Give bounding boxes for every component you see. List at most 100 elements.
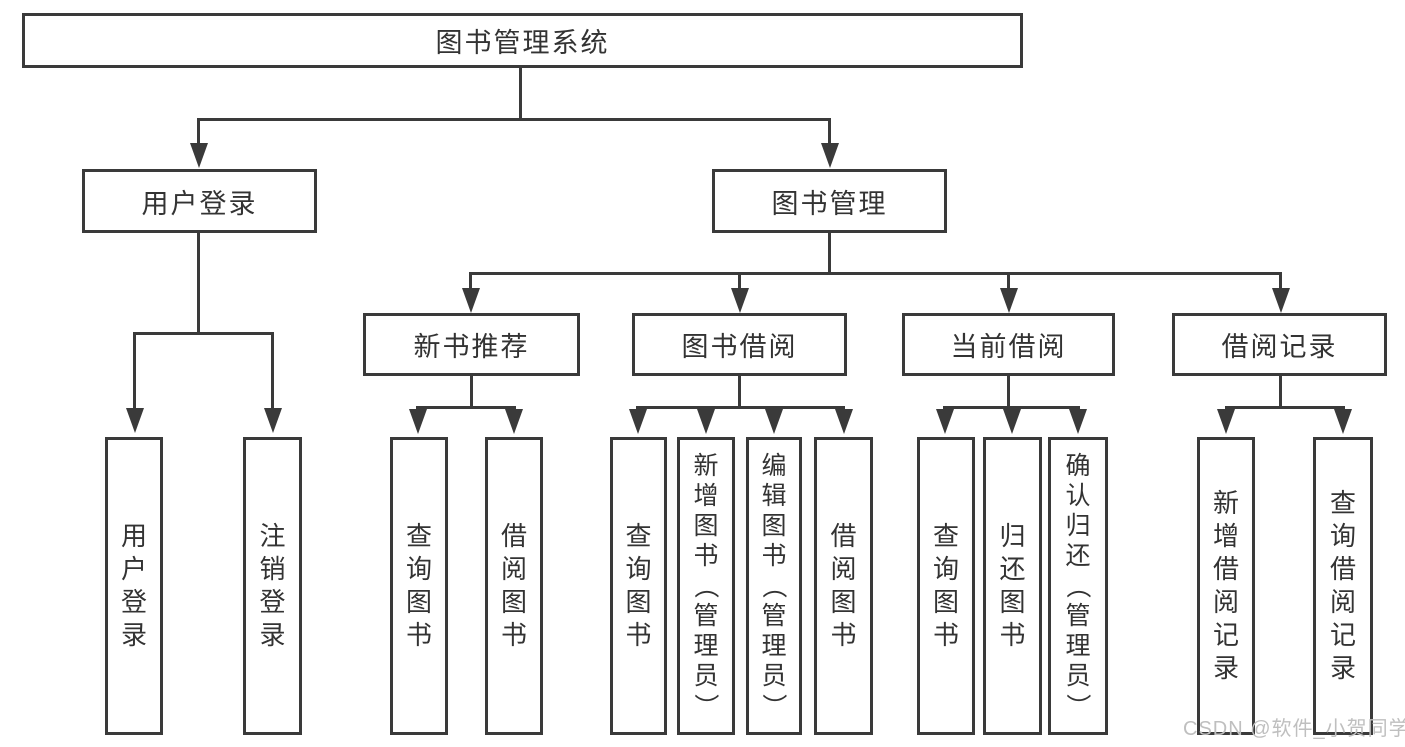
connector-line bbox=[1279, 272, 1282, 288]
arrow-down-icon bbox=[731, 288, 749, 313]
leaf-label-char: 新 bbox=[693, 452, 719, 480]
connector-line bbox=[1007, 272, 1010, 288]
leaf-label-char: 录 bbox=[1329, 653, 1356, 683]
leaf-label-char: 记 bbox=[1329, 620, 1356, 650]
leaf-label-char: 借 bbox=[1212, 554, 1239, 584]
leaf-query-books: 查询图书 bbox=[390, 437, 448, 735]
leaf-add-borrow-record: 新增借阅记录 bbox=[1197, 437, 1255, 735]
connector-line bbox=[738, 272, 741, 288]
leaf-label-char: 询 bbox=[625, 554, 652, 584]
leaf-label-char: 理 bbox=[693, 632, 719, 660]
leaf-edit-books-admin: 编辑图书（管理员） bbox=[746, 437, 802, 735]
leaf-label-char: 阅 bbox=[1212, 587, 1239, 617]
leaf-borrow-books: 借阅图书 bbox=[814, 437, 873, 735]
connector-line bbox=[197, 118, 831, 121]
leaf-label-char: 书 bbox=[405, 620, 432, 650]
arrow-down-icon bbox=[462, 288, 480, 313]
leaf-label-char: 图 bbox=[500, 587, 527, 617]
connector-line bbox=[1007, 376, 1010, 409]
node-label: 当前借阅 bbox=[950, 332, 1067, 362]
leaf-label-char: 注 bbox=[259, 521, 286, 551]
node-user-login: 用户登录 bbox=[82, 169, 317, 233]
leaf-label-char: 查 bbox=[932, 521, 959, 551]
leaf-label-char: 阅 bbox=[830, 554, 857, 584]
node-borrowing-records: 借阅记录 bbox=[1172, 313, 1387, 376]
leaf-label-char: 录 bbox=[1212, 653, 1239, 683]
connector-line bbox=[828, 118, 831, 144]
arrow-down-icon bbox=[409, 409, 427, 434]
connector-line bbox=[197, 233, 200, 335]
leaf-label-char: 书 bbox=[932, 620, 959, 650]
leaf-label-char: ） bbox=[759, 693, 788, 719]
leaf-label-char: 书 bbox=[500, 620, 527, 650]
connector-line bbox=[470, 376, 473, 409]
connector-line bbox=[738, 376, 741, 409]
leaf-label-char: 录 bbox=[120, 620, 147, 650]
leaf-label-char: 录 bbox=[259, 620, 286, 650]
leaf-label-char: 图 bbox=[405, 587, 432, 617]
connector-line bbox=[519, 68, 522, 120]
leaf-label-char: 还 bbox=[1065, 542, 1091, 570]
connector-line bbox=[1279, 376, 1282, 409]
arrow-down-icon bbox=[936, 409, 954, 434]
connector-line bbox=[828, 233, 831, 275]
leaf-label-char: 理 bbox=[761, 632, 787, 660]
arrow-down-icon bbox=[1272, 288, 1290, 313]
node-new-book-recommendation: 新书推荐 bbox=[363, 313, 580, 376]
leaf-label-char: 认 bbox=[1065, 482, 1091, 510]
arrow-down-icon bbox=[190, 143, 208, 168]
arrow-down-icon bbox=[1003, 409, 1021, 434]
leaf-label-char: 阅 bbox=[1329, 587, 1356, 617]
connector-line bbox=[133, 332, 274, 335]
leaf-label-char: 管 bbox=[761, 602, 787, 630]
leaf-label-char: 书 bbox=[693, 542, 719, 570]
leaf-label-char: （ bbox=[1063, 573, 1092, 599]
leaf-label-char: 用 bbox=[120, 521, 147, 551]
csdn-watermark: CSDN @软件_小贺同学 bbox=[1183, 718, 1405, 740]
leaf-label-char: 书 bbox=[761, 542, 787, 570]
arrow-down-icon bbox=[126, 408, 144, 433]
leaf-label-char: 阅 bbox=[500, 554, 527, 584]
arrow-down-icon bbox=[765, 409, 783, 434]
connector-line bbox=[271, 332, 274, 408]
arrow-down-icon bbox=[264, 408, 282, 433]
leaf-label-char: 查 bbox=[625, 521, 652, 551]
leaf-label-char: 询 bbox=[1329, 521, 1356, 551]
leaf-label-char: 书 bbox=[625, 620, 652, 650]
node-label: 图书管理系统 bbox=[435, 28, 610, 58]
arrow-down-icon bbox=[1217, 409, 1235, 434]
leaf-label-char: 员 bbox=[693, 662, 719, 690]
leaf-label-char: 询 bbox=[932, 554, 959, 584]
leaf-label-char: 户 bbox=[120, 554, 147, 584]
leaf-label-char: （ bbox=[691, 573, 720, 599]
leaf-label-char: （ bbox=[759, 573, 788, 599]
leaf-label-char: 新 bbox=[1212, 488, 1239, 518]
node-label: 新书推荐 bbox=[413, 332, 530, 362]
leaf-label-char: 图 bbox=[830, 587, 857, 617]
connector-line bbox=[943, 406, 1080, 409]
leaf-logout: 注销登录 bbox=[243, 437, 302, 735]
leaf-label-char: 记 bbox=[1212, 620, 1239, 650]
leaf-label-char: 管 bbox=[693, 602, 719, 630]
leaf-label-char: 图 bbox=[625, 587, 652, 617]
connector-line bbox=[1225, 406, 1345, 409]
node-label: 图书管理 bbox=[771, 188, 888, 219]
leaf-label-char: 还 bbox=[999, 554, 1026, 584]
leaf-label-char: 理 bbox=[1065, 632, 1091, 660]
arrow-down-icon bbox=[697, 409, 715, 434]
leaf-query-books: 查询图书 bbox=[917, 437, 975, 735]
arrow-down-icon bbox=[505, 409, 523, 434]
connector-line bbox=[469, 272, 472, 288]
node-library-management-system: 图书管理系统 bbox=[22, 13, 1023, 68]
leaf-label-char: 图 bbox=[761, 512, 787, 540]
leaf-user-login: 用户登录 bbox=[105, 437, 163, 735]
arrow-down-icon bbox=[1334, 409, 1352, 434]
connector-line bbox=[133, 332, 136, 408]
leaf-label-char: 增 bbox=[1212, 521, 1239, 551]
leaf-add-books-admin: 新增图书（管理员） bbox=[677, 437, 735, 735]
leaf-label-char: 图 bbox=[693, 512, 719, 540]
arrow-down-icon bbox=[835, 409, 853, 434]
leaf-borrow-books: 借阅图书 bbox=[485, 437, 543, 735]
leaf-label-char: 编 bbox=[761, 452, 787, 480]
